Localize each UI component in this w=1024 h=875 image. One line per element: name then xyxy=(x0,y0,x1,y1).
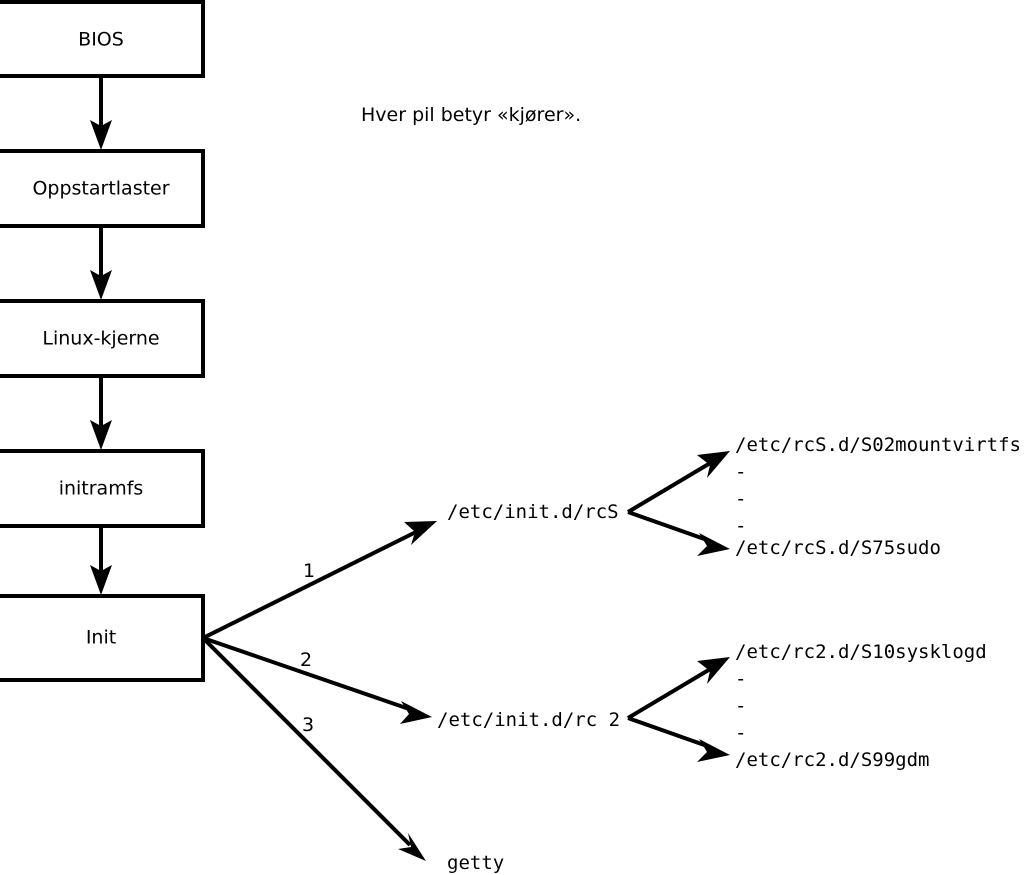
arrow-rc2-to-first-script xyxy=(626,657,730,720)
rc2-ellipsis-dash-1: - xyxy=(735,668,746,690)
arrow-init-branch-3 xyxy=(201,636,426,861)
node-kernel: Linux-kjerne xyxy=(0,299,205,378)
arrow-rcs-to-first-script xyxy=(626,451,730,514)
rc2-script-first: /etc/rc2.d/S10sysklogd xyxy=(735,641,987,663)
node-initramfs: initramfs xyxy=(0,449,205,528)
rcs-ellipsis-dash-2: - xyxy=(735,488,746,510)
bootloader-label: Oppstartlaster xyxy=(32,178,169,200)
branch-number-1: 1 xyxy=(303,560,315,582)
rc2-ellipsis-dash-2: - xyxy=(735,695,746,717)
initramfs-box xyxy=(0,449,205,528)
branch-number-3: 3 xyxy=(302,714,314,736)
arrow-initramfs-to-init xyxy=(90,526,112,595)
bios-label: BIOS xyxy=(78,29,124,51)
arrow-bootloader-to-kernel xyxy=(90,226,112,300)
rc2-script-last: /etc/rc2.d/S99gdm xyxy=(735,749,929,771)
branch-target-rcs: /etc/init.d/rcS xyxy=(447,501,619,523)
init-box xyxy=(0,594,205,682)
bootloader-box xyxy=(0,149,205,228)
kernel-label: Linux-kjerne xyxy=(42,328,159,350)
rcs-script-last: /etc/rcS.d/S75sudo xyxy=(735,537,941,559)
bios-box xyxy=(0,0,205,78)
node-bios: BIOS xyxy=(0,0,205,78)
arrow-init-branch-1 xyxy=(202,521,437,640)
kernel-box xyxy=(0,299,205,378)
arrow-rcs-to-last-script xyxy=(627,510,730,556)
rcs-script-first: /etc/rcS.d/S02mountvirtfs xyxy=(735,434,1021,456)
branch-target-getty: getty xyxy=(447,852,504,874)
rcs-ellipsis-dash-3: - xyxy=(735,515,746,537)
node-bootloader: Oppstartlaster xyxy=(0,149,205,228)
initramfs-label: initramfs xyxy=(59,478,144,500)
init-label: Init xyxy=(86,627,116,649)
arrow-init-branch-2 xyxy=(202,636,432,724)
diagram-caption: Hver pil betyr «kjører». xyxy=(361,104,581,126)
rc2-ellipsis-dash-3: - xyxy=(735,722,746,744)
arrow-kernel-to-initramfs xyxy=(90,376,112,450)
branch-target-rc2: /etc/init.d/rc 2 xyxy=(437,709,620,731)
rcs-ellipsis-dash-1: - xyxy=(735,461,746,483)
node-init: Init xyxy=(0,594,205,682)
arrow-bios-to-bootloader xyxy=(90,76,112,150)
branch-number-2: 2 xyxy=(300,649,312,671)
arrow-rc2-to-last-script xyxy=(627,716,730,762)
